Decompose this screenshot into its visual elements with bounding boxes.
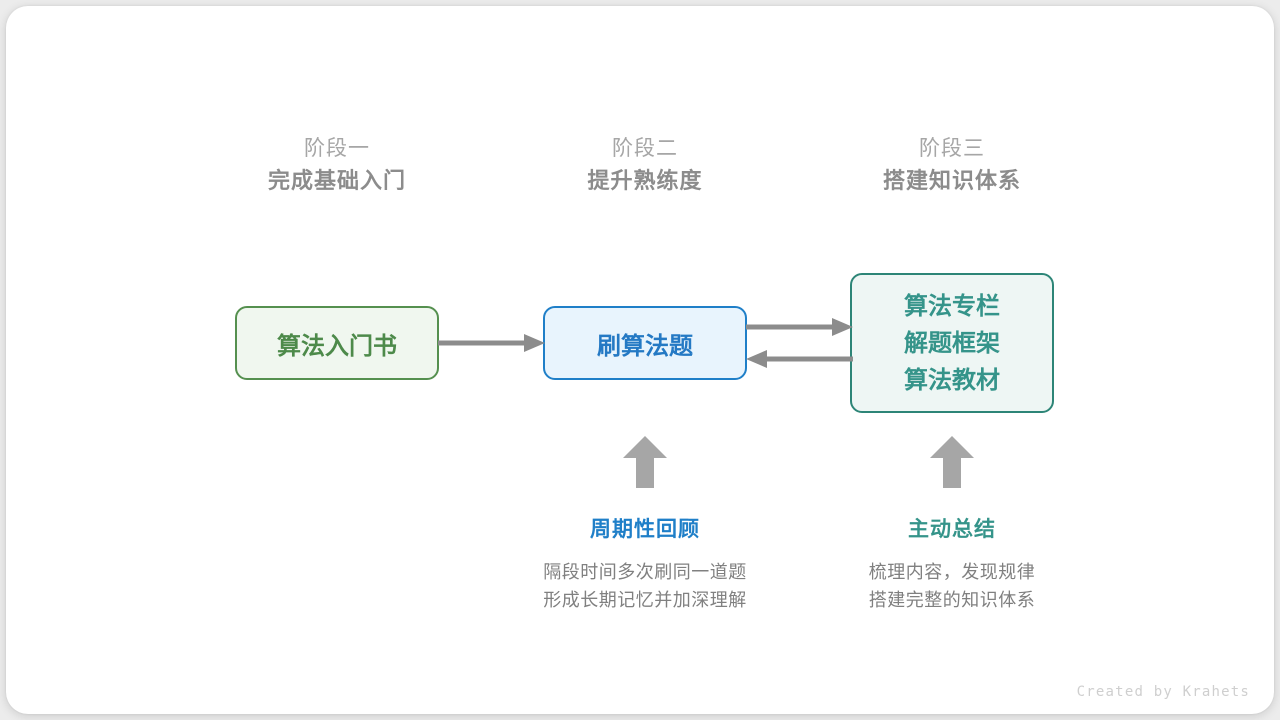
phase-3-subtitle: 阶段三	[919, 137, 985, 160]
diagram-stage: 阶段一 完成基础入门 阶段二 提升熟练度 阶段三 搭建知识体系 算法入门书 刷算…	[6, 6, 1274, 714]
node-knowledge-system-line-3: 算法教材	[904, 366, 1000, 394]
note-summary-body-line-1: 梳理内容，发现规律	[868, 562, 1036, 582]
note-review-body-line-2: 形成长期记忆并加深理解	[543, 590, 747, 610]
note-review-title: 周期性回顾	[590, 518, 700, 541]
note-summary: 主动总结 梳理内容，发现规律 搭建完整的知识体系	[802, 514, 1102, 614]
node-algorithm-book-label: 算法入门书	[277, 332, 397, 360]
arrow-up-icon-review	[623, 436, 667, 488]
node-practice-problems-label: 刷算法题	[597, 332, 693, 360]
note-review-body-line-1: 隔段时间多次刷同一道题	[543, 562, 747, 582]
node-knowledge-system-line-1: 算法专栏	[904, 292, 1000, 320]
node-knowledge-system[interactable]: 算法专栏 解题框架 算法教材	[850, 273, 1054, 413]
phase-heading-3: 阶段三 搭建知识体系	[822, 134, 1082, 198]
phase-2-title: 提升熟练度	[587, 168, 703, 193]
phase-3-title: 搭建知识体系	[882, 168, 1021, 193]
note-summary-body: 梳理内容，发现规律 搭建完整的知识体系	[802, 558, 1102, 614]
note-summary-title: 主动总结	[908, 518, 996, 541]
diagram-card: 阶段一 完成基础入门 阶段二 提升熟练度 阶段三 搭建知识体系 算法入门书 刷算…	[6, 6, 1274, 714]
node-practice-problems[interactable]: 刷算法题	[543, 306, 747, 380]
note-review-body: 隔段时间多次刷同一道题 形成长期记忆并加深理解	[495, 558, 795, 614]
phase-heading-2: 阶段二 提升熟练度	[515, 134, 775, 198]
phase-1-subtitle: 阶段一	[304, 137, 370, 160]
note-review: 周期性回顾 隔段时间多次刷同一道题 形成长期记忆并加深理解	[495, 514, 795, 614]
note-summary-body-line-2: 搭建完整的知识体系	[868, 590, 1036, 610]
arrow-right-icon-practice-to-system	[746, 316, 853, 338]
arrow-right-icon-book-to-practice	[438, 332, 545, 354]
footer-credit: Created by Krahets	[1076, 684, 1250, 700]
node-algorithm-book[interactable]: 算法入门书	[235, 306, 439, 380]
phase-1-title: 完成基础入门	[267, 168, 406, 193]
arrow-up-icon-summary	[930, 436, 974, 488]
phase-2-subtitle: 阶段二	[612, 137, 678, 160]
arrow-left-icon-system-to-practice	[746, 348, 853, 370]
node-knowledge-system-line-2: 解题框架	[904, 329, 1000, 357]
phase-heading-1: 阶段一 完成基础入门	[207, 134, 467, 198]
